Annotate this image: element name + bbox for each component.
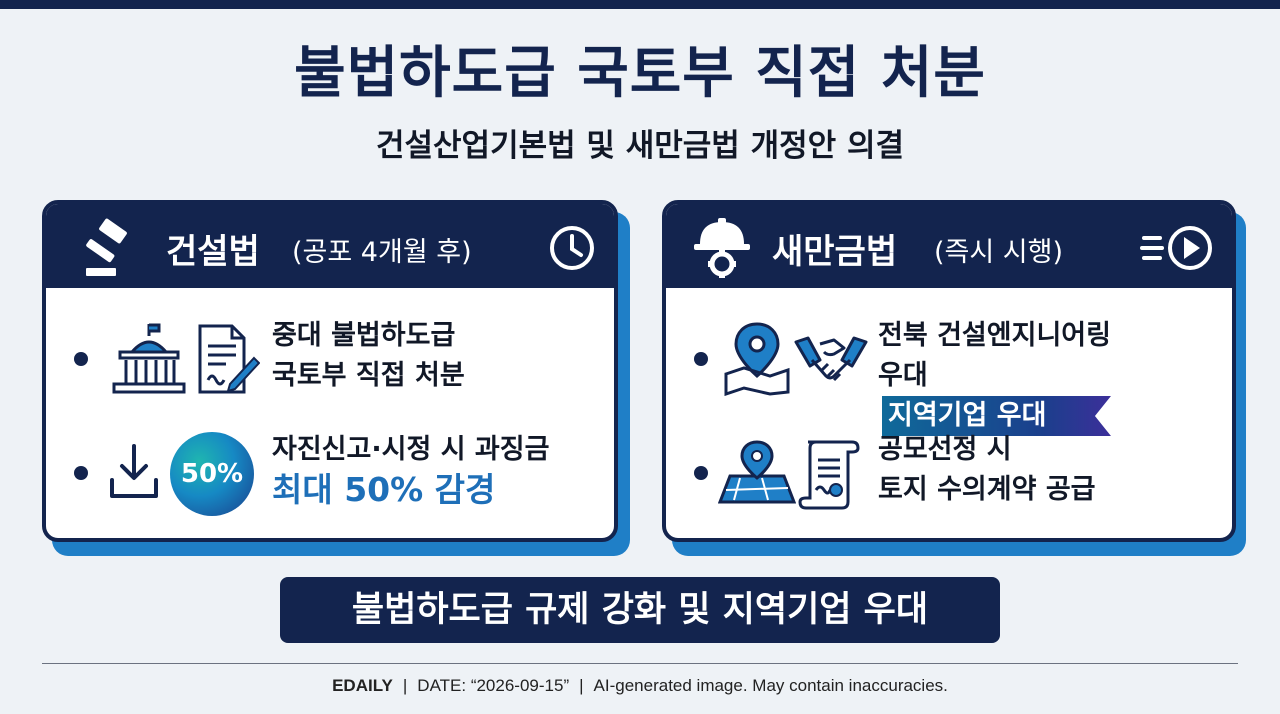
item-line: 전북 건설엔지니어링: [878, 320, 1111, 351]
top-bar: [0, 0, 1280, 9]
clock-icon: [550, 226, 594, 270]
card-header: 새만금법 (즉시 시행): [666, 204, 1232, 288]
footer-separator: |: [402, 676, 408, 695]
footer: EDAILY | DATE: “2026-09-15” | AI-generated i…: [0, 676, 1280, 696]
bullet: [694, 352, 708, 366]
discount-badge: 50%: [170, 432, 254, 516]
bullet: [74, 352, 88, 366]
item-line: 토지 수의계약 공급: [878, 474, 1096, 505]
item-prefix: 우대: [878, 360, 928, 391]
document-sign-icon: [198, 324, 260, 394]
card-title-sub: (공포 4개월 후): [292, 237, 472, 268]
hardhat-gear-icon: [694, 218, 750, 278]
gavel-icon: [86, 218, 127, 276]
item-line: 국토부 직접 처분: [272, 360, 465, 391]
page-title: 불법하도급 국토부 직접 처분: [294, 41, 986, 106]
card-title: 새만금법: [772, 232, 898, 272]
footer-date: DATE: “2026-09-15”: [417, 676, 570, 695]
card-body: 새만금법 (즉시 시행): [662, 200, 1236, 542]
government-building-icon: [112, 323, 186, 394]
contract-scroll-icon: [798, 440, 860, 510]
summary-banner: 불법하도급 규제 강화 및 지역기업 우대: [280, 577, 1000, 643]
download-icon: [110, 444, 158, 498]
footer-brand: EDAILY: [332, 676, 393, 695]
card-title-sub: (즉시 시행): [934, 237, 1064, 268]
card-header: 건설법 (공포 4개월 후): [46, 204, 614, 288]
footer-divider: [42, 663, 1238, 664]
map-location-icon: [718, 440, 796, 504]
list-item: 공모선정 시 토지 수의계약 공급: [878, 430, 1096, 510]
card-title: 건설법: [166, 232, 260, 272]
bullet: [694, 466, 708, 480]
handshake-icon: [794, 336, 868, 382]
item-line: 자진신고·시정 시 과징금: [272, 434, 550, 465]
highlight-label: 지역기업 우대: [882, 396, 1111, 436]
list-item: 중대 불법하도급 국토부 직접 처분: [272, 316, 465, 396]
item-highlight-line: 최대 50% 감경: [272, 470, 496, 509]
bullet: [74, 466, 88, 480]
item-line: 중대 불법하도급: [272, 320, 456, 351]
list-item: 자진신고·시정 시 과징금 최대 50% 감경: [272, 430, 549, 510]
item-line: 공모선정 시: [878, 434, 1012, 465]
page-subtitle: 건설산업기본법 및 새만금법 개정안 의결: [375, 128, 904, 164]
card-body: 건설법 (공포 4개월 후): [42, 200, 618, 542]
play-fast-icon: [1140, 226, 1212, 270]
footer-note: AI-generated image. May contain inaccura…: [593, 676, 948, 695]
map-pin-icon: [724, 322, 790, 396]
footer-separator: |: [579, 676, 584, 695]
